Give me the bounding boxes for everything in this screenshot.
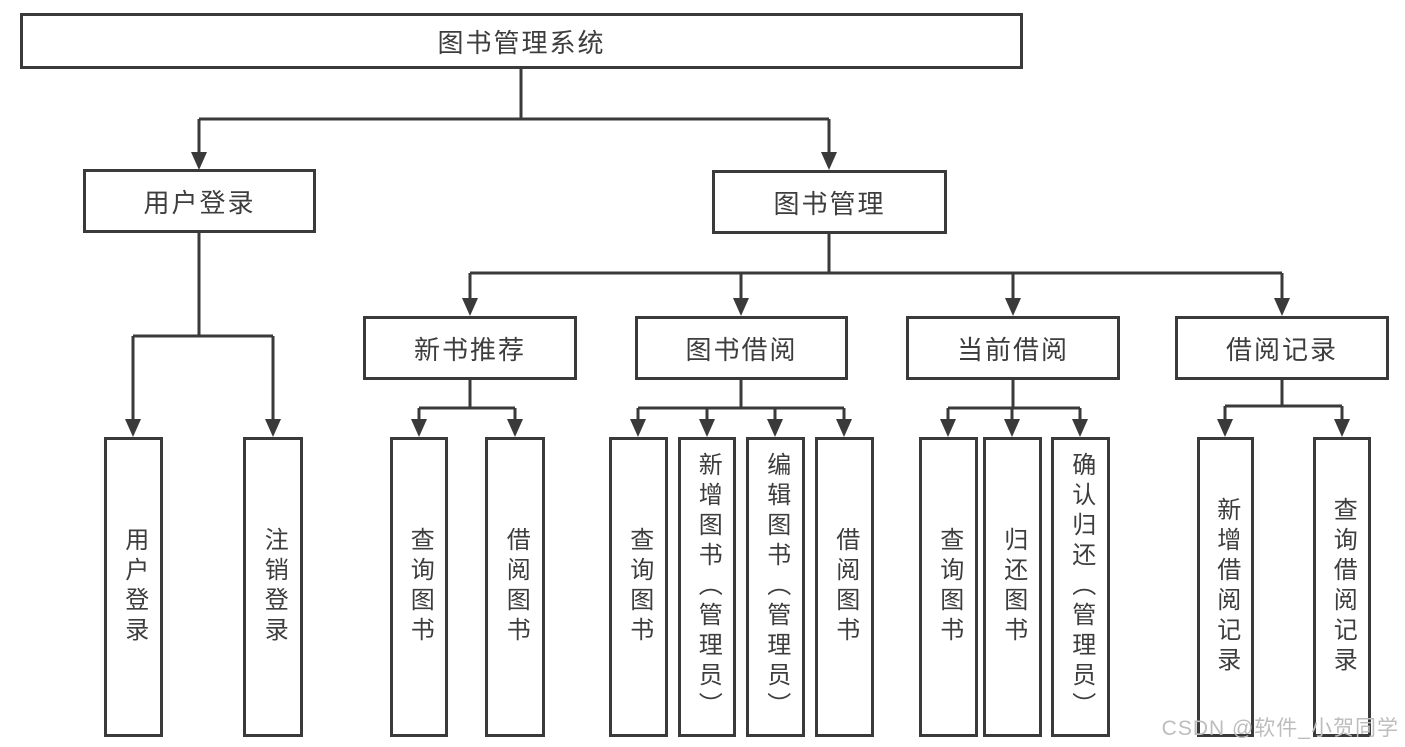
watermark: CSDN @软件_小贺同学 [1161, 717, 1399, 740]
node-label: 编辑图书（管理员） [762, 452, 790, 722]
node-label: 确认归还（管理员） [1067, 452, 1095, 722]
node-label: 借阅图书 [831, 527, 859, 647]
arrowhead-to-leaf-confirm-return-admin [1072, 419, 1088, 437]
arrowhead-to-borrowing-records [1274, 298, 1290, 316]
arrowhead-to-new-book-recommendation [462, 298, 478, 316]
node-borrowing-records: 借阅记录 [1175, 316, 1389, 380]
node-label: 用户登录 [120, 527, 148, 647]
leaf-edit-book-admin: 编辑图书（管理员） [746, 437, 805, 737]
node-label: 查询图书 [935, 527, 963, 647]
leaf-query-books-borrowing: 查询图书 [609, 437, 668, 737]
node-label: 图书借阅 [685, 334, 798, 365]
leaf-return-book: 归还图书 [983, 437, 1042, 737]
node-label: 归还图书 [999, 527, 1027, 647]
node-label: 借阅图书 [502, 527, 530, 647]
leaf-user-login: 用户登录 [104, 437, 163, 737]
arrowhead-to-leaf-query-borrow-record [1334, 419, 1350, 437]
node-label: 图书管理 [773, 188, 886, 219]
node-library-management-system: 图书管理系统 [20, 13, 1023, 69]
node-label: 查询图书 [406, 527, 434, 647]
connector-borrowing-records-branch [1217, 380, 1350, 437]
leaf-borrow-books-recommend: 借阅图书 [485, 437, 545, 737]
connector-new-book-recommendation-branch [411, 380, 523, 437]
leaf-confirm-return-admin: 确认归还（管理员） [1051, 437, 1110, 737]
arrowhead-to-leaf-borrow-books-borrow [836, 419, 852, 437]
node-label: 借阅记录 [1225, 334, 1338, 365]
leaf-borrow-books-borrowing: 借阅图书 [815, 437, 874, 737]
node-label: 新增借阅记录 [1212, 497, 1240, 677]
node-label: 当前借阅 [956, 334, 1069, 365]
connector-book-management-branch [462, 233, 1290, 316]
arrowhead-to-user-login [191, 152, 207, 170]
node-new-book-recommendation: 新书推荐 [363, 316, 577, 380]
connector-user-login-branch [125, 232, 281, 437]
arrowhead-to-leaf-add-borrow-record [1217, 419, 1233, 437]
node-label: 图书管理系统 [437, 27, 606, 58]
leaf-add-borrow-record: 新增借阅记录 [1197, 437, 1254, 737]
node-current-borrowing: 当前借阅 [906, 316, 1120, 380]
arrowhead-to-leaf-return-book [1004, 419, 1020, 437]
arrowhead-to-leaf-add-book-admin [699, 419, 715, 437]
arrowhead-to-leaf-query-books-current [940, 419, 956, 437]
arrowhead-to-book-borrowing [733, 298, 749, 316]
arrowhead-to-leaf-user-login [125, 419, 141, 437]
node-label: 用户登录 [143, 187, 256, 218]
connector-book-borrowing-branch [630, 380, 852, 437]
node-label: 查询借阅记录 [1329, 497, 1357, 677]
node-label: 新增图书（管理员） [694, 452, 722, 722]
node-label: 查询图书 [625, 527, 653, 647]
connector-root-branch [191, 69, 837, 170]
arrowhead-to-book-management [821, 152, 837, 170]
leaf-add-book-admin: 新增图书（管理员） [678, 437, 736, 737]
arrowhead-to-leaf-query-books-rec [411, 419, 427, 437]
arrowhead-to-leaf-logout [265, 419, 281, 437]
leaf-query-books-current: 查询图书 [919, 437, 978, 737]
arrowhead-to-leaf-query-books-borrow [630, 419, 646, 437]
leaf-query-books-recommend: 查询图书 [390, 437, 448, 737]
node-book-borrowing: 图书借阅 [635, 316, 848, 380]
connector-current-borrowing-branch [940, 380, 1088, 437]
node-user-login: 用户登录 [83, 169, 316, 233]
node-book-management: 图书管理 [712, 170, 947, 234]
node-label: 注销登录 [260, 527, 288, 647]
leaf-query-borrow-record: 查询借阅记录 [1313, 437, 1371, 737]
arrowhead-to-leaf-edit-book-admin [767, 419, 783, 437]
arrowhead-to-current-borrowing [1005, 298, 1021, 316]
node-label: 新书推荐 [413, 334, 526, 365]
arrowhead-to-leaf-borrow-books-rec [507, 419, 523, 437]
leaf-logout: 注销登录 [243, 437, 303, 737]
